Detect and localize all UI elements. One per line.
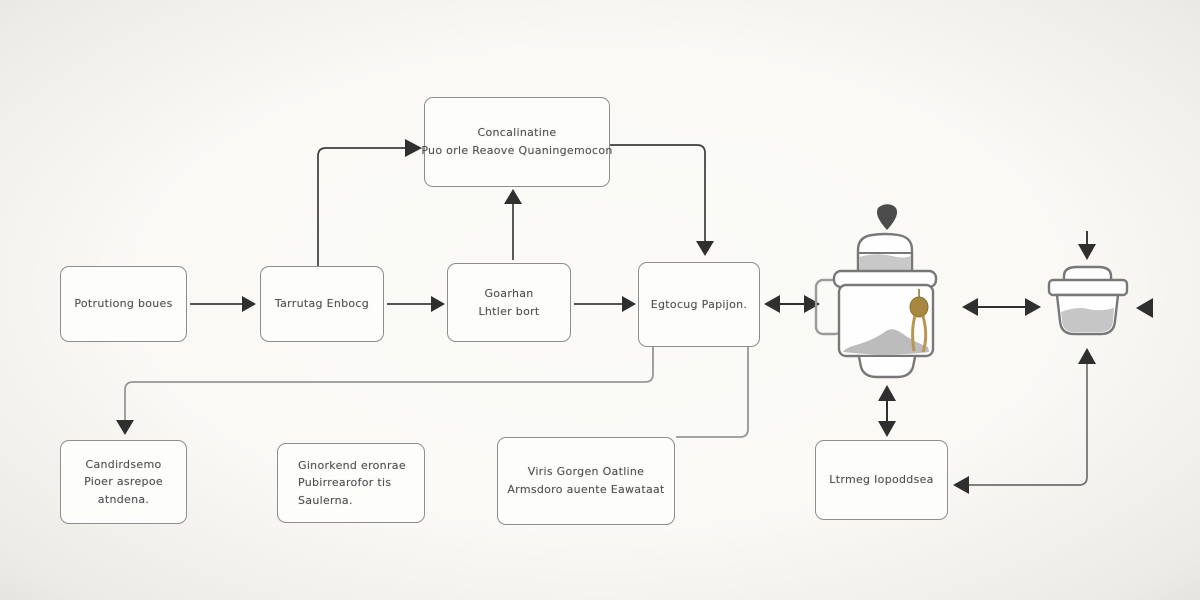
node-ltrmeg: Ltrmeg Iopoddsea bbox=[815, 440, 948, 520]
pot-to-ltrmeg-connector bbox=[953, 348, 1096, 494]
connector-egtocug-to-viris bbox=[676, 347, 749, 438]
node-label: Armsdoro auente Eawataat bbox=[507, 483, 665, 496]
arrowhead-down-into-egtocug bbox=[696, 241, 714, 256]
node-label: Saulerna. bbox=[298, 493, 353, 507]
jar-gold-strand-right bbox=[921, 315, 928, 353]
row1-arrows bbox=[190, 144, 706, 305]
node-label: Pubirrearofor tis bbox=[298, 476, 392, 490]
elbow-connectors bbox=[124, 347, 749, 438]
node-label: Candirdsemo bbox=[85, 457, 162, 471]
jar-gold-knob bbox=[909, 296, 929, 318]
node-label: Puo orle Reaove Quaningemocon bbox=[421, 144, 613, 157]
arrowhead-box3-box4 bbox=[622, 296, 636, 312]
pot-contents bbox=[1061, 308, 1114, 332]
sealed-pot-illustration bbox=[1047, 265, 1129, 336]
drip-icon bbox=[877, 204, 897, 230]
node-label: Lhtler bort bbox=[478, 304, 540, 318]
node-tarrutag: Tarrutag Enbocg bbox=[260, 266, 384, 342]
node-label: Ltrmeg Iopoddsea bbox=[829, 473, 934, 487]
node-potrutiong: Potrutiong boues bbox=[60, 266, 187, 342]
node-label: Viris Gorgen Oatline bbox=[527, 465, 645, 479]
pot-lid bbox=[1062, 265, 1113, 283]
node-viris: Viris Gorgen Oatline Armsdoro auente Eaw… bbox=[497, 437, 675, 525]
connector-egtocug-to-candirdsemo bbox=[124, 347, 654, 426]
node-concalinatine: Concalinatine Puo orle Reaove Quaningemo… bbox=[421, 97, 613, 187]
node-label: Ginorkend eronrae bbox=[298, 458, 406, 472]
arrowhead-box2-box3 bbox=[431, 296, 445, 312]
arrowhead-down-into-candirdsemo bbox=[116, 420, 134, 435]
jar-lid-contents bbox=[859, 254, 911, 271]
node-label: Concalinatine bbox=[477, 126, 557, 140]
grinder-jar-illustration bbox=[814, 204, 938, 379]
pot-arrows bbox=[1078, 231, 1153, 318]
node-label: Goarhan bbox=[484, 286, 534, 300]
node-candirdsemo: Candirdsemo Pioer asrepoe atndena. bbox=[60, 440, 187, 524]
node-label: Pioer asrepoe bbox=[84, 475, 163, 489]
node-label: Egtocug Papijon. bbox=[650, 297, 748, 311]
node-label: atndena. bbox=[97, 492, 150, 506]
node-label: Tarrutag Enbocg bbox=[274, 297, 370, 311]
jar-gold-strand-left bbox=[911, 315, 917, 352]
double-arrows bbox=[764, 295, 1041, 437]
arrowhead-into-topbox bbox=[405, 139, 422, 157]
node-goarhan: Goarhan Lhtler bort bbox=[447, 263, 571, 342]
arrowhead-box1-box2 bbox=[242, 296, 256, 312]
jar-base bbox=[857, 356, 917, 379]
node-label: Potrutiong boues bbox=[74, 297, 173, 311]
node-ginorkend: Ginorkend eronrae Pubirrearofor tis Saul… bbox=[277, 443, 425, 523]
jar-powder bbox=[843, 329, 929, 355]
pot-rim bbox=[1047, 278, 1129, 297]
node-egtocug: Egtocug Papijon. bbox=[638, 262, 760, 347]
arrowhead-up-into-topbox bbox=[504, 189, 522, 204]
